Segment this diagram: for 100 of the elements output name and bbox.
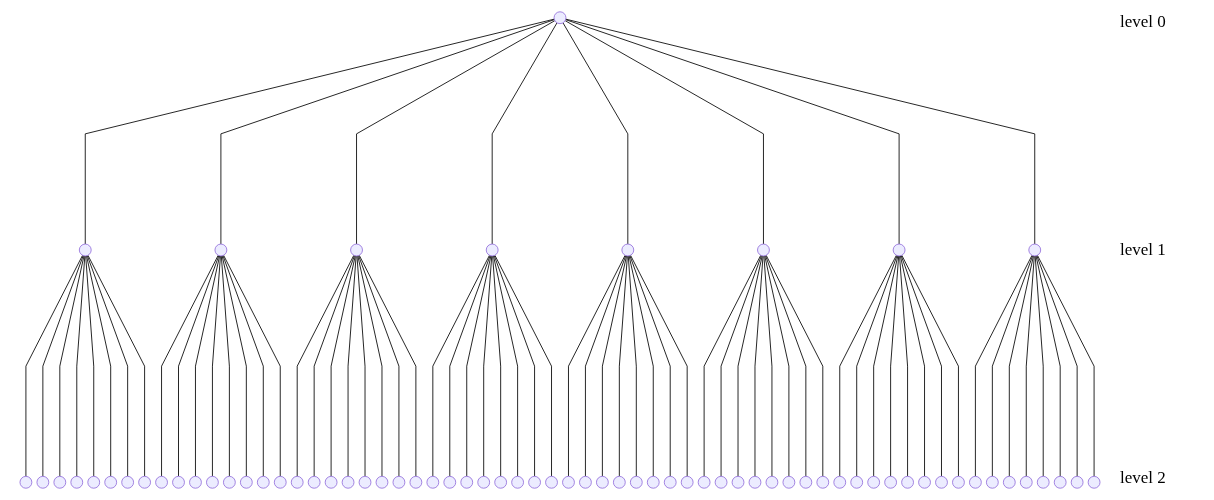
node-circle <box>155 475 168 489</box>
node-circle <box>239 475 253 489</box>
node-circle <box>172 475 185 489</box>
connector <box>754 255 764 477</box>
connector <box>493 255 535 477</box>
node-circle <box>969 475 982 489</box>
connector <box>356 255 366 477</box>
connector <box>899 255 908 477</box>
connector <box>764 255 790 477</box>
connector <box>347 255 357 477</box>
connector <box>1036 255 1078 477</box>
connector <box>358 254 417 477</box>
connector <box>703 254 762 477</box>
connector <box>358 255 400 477</box>
node-circle <box>697 475 711 489</box>
connector <box>565 18 1036 245</box>
node-circle <box>528 475 541 489</box>
node-circle <box>121 475 134 489</box>
node-circle <box>850 475 864 489</box>
node-circle <box>426 475 440 489</box>
node-circle <box>290 475 304 489</box>
node-circle <box>214 243 228 257</box>
connector <box>195 255 221 477</box>
connector <box>223 254 281 477</box>
node-circle <box>867 475 881 489</box>
node-circle <box>621 243 635 257</box>
connector <box>357 255 383 477</box>
node-circle <box>138 475 151 489</box>
node-circle <box>918 475 931 489</box>
connector <box>901 254 959 477</box>
connector <box>565 19 900 245</box>
connector <box>737 255 763 477</box>
node-circle <box>78 243 92 257</box>
node-circle <box>443 475 457 489</box>
connector <box>493 255 519 477</box>
connector <box>220 255 230 477</box>
node-circle <box>494 475 507 489</box>
connector <box>85 255 95 477</box>
level-label: level 1 <box>1120 240 1166 260</box>
node-circle <box>307 475 321 489</box>
connector <box>628 255 654 477</box>
level-label: level 2 <box>1120 468 1166 488</box>
node-circle <box>189 475 202 489</box>
node-circle <box>952 475 965 489</box>
node-circle <box>256 475 270 489</box>
node-circle <box>629 475 643 489</box>
connector <box>330 255 356 477</box>
connector <box>76 255 86 477</box>
connector <box>492 255 502 477</box>
connector <box>564 20 764 245</box>
node-circle <box>765 475 779 489</box>
node-circle <box>782 475 796 489</box>
connector <box>720 255 762 477</box>
node-circle <box>613 475 626 489</box>
connector <box>873 255 899 477</box>
node-circle <box>375 475 389 489</box>
connector <box>483 255 493 477</box>
connector <box>212 255 221 477</box>
connector <box>627 255 637 477</box>
node-circle <box>223 475 236 489</box>
connector <box>449 255 491 477</box>
connector <box>1025 255 1035 477</box>
connector <box>765 255 807 477</box>
node-circle <box>53 475 67 489</box>
node-circle <box>1019 475 1033 489</box>
node-circle <box>545 475 558 489</box>
node-circle <box>70 475 84 489</box>
connector <box>991 255 1034 477</box>
connector <box>1035 255 1061 477</box>
connector <box>974 254 1033 477</box>
connector <box>601 255 627 477</box>
node-circle <box>1028 243 1042 257</box>
connector <box>313 255 355 477</box>
connector <box>59 255 85 477</box>
connector <box>42 255 84 477</box>
node-circle <box>714 475 728 489</box>
node-circle <box>104 475 118 489</box>
node-circle <box>87 475 101 489</box>
connector <box>86 255 112 477</box>
connector <box>222 255 264 477</box>
node-circle <box>680 475 694 489</box>
connector <box>494 254 552 477</box>
connector <box>1008 255 1034 477</box>
connector <box>86 255 129 477</box>
connector <box>618 255 628 477</box>
node-circle <box>901 475 914 489</box>
connector <box>856 255 898 477</box>
node-circle <box>392 475 406 489</box>
connector <box>765 254 824 477</box>
node-circle <box>460 475 474 489</box>
connector <box>87 254 146 477</box>
node-circle <box>731 475 745 489</box>
connector <box>763 255 773 477</box>
connector <box>84 18 555 245</box>
node-circle <box>816 475 830 489</box>
node-circle <box>757 243 770 257</box>
connector <box>630 254 688 477</box>
connector <box>629 255 671 477</box>
node-circle <box>562 475 575 489</box>
connector <box>899 255 925 477</box>
